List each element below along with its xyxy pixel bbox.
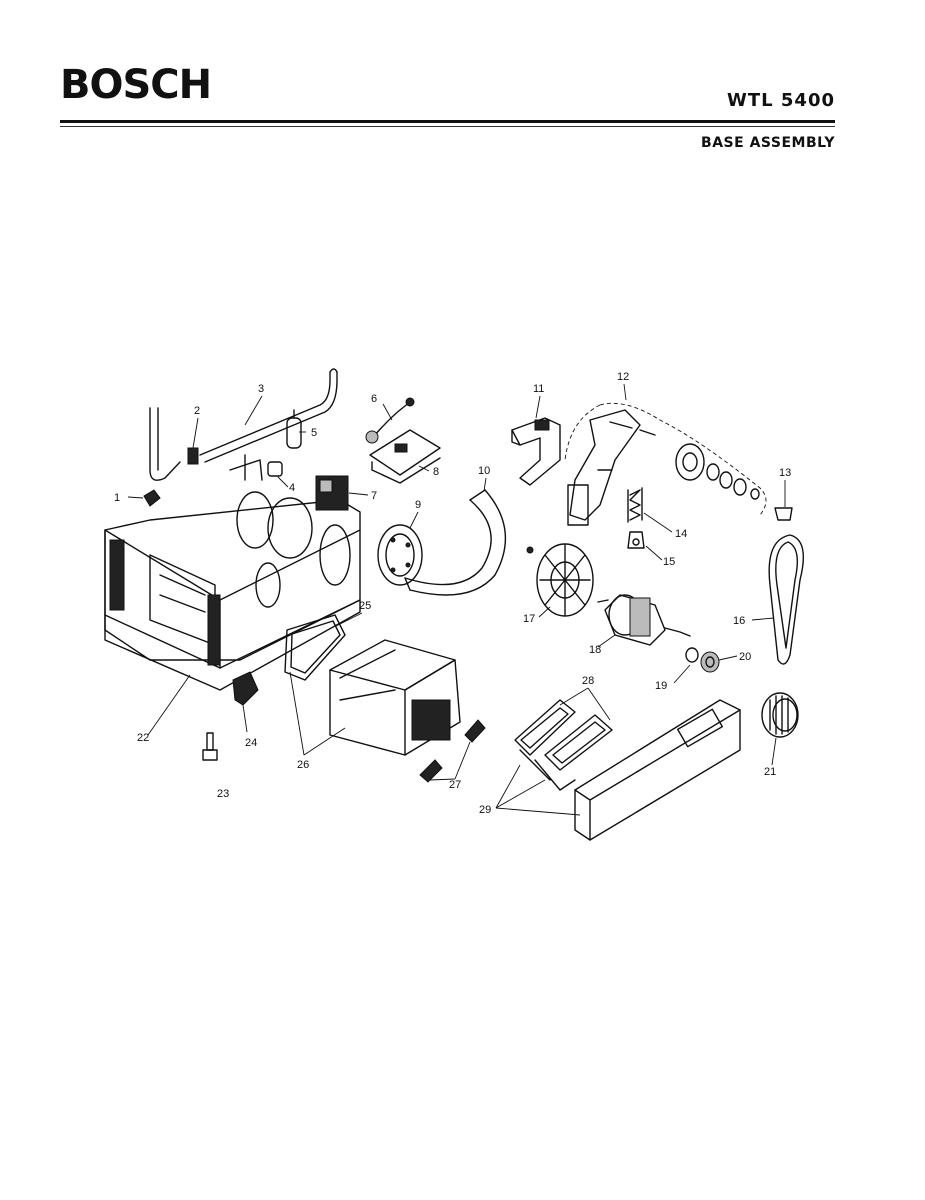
callout-6: 6 — [371, 393, 377, 405]
part-spring-hook — [627, 531, 645, 549]
callout-7: 7 — [371, 490, 377, 502]
callout-5: 5 — [311, 427, 317, 439]
callout-22: 22 — [137, 732, 149, 744]
part-hose-tube — [199, 368, 338, 463]
part-base-housing — [104, 454, 361, 691]
callout-11: 11 — [533, 383, 544, 395]
section-title: BASE ASSEMBLY — [701, 135, 835, 151]
part-clip — [143, 489, 161, 507]
part-capacitor — [286, 409, 302, 449]
part-pulley-assembly — [564, 402, 767, 526]
part-nut — [700, 651, 720, 673]
part-kick-panel — [574, 699, 741, 841]
callout-2: 2 — [194, 405, 200, 417]
header-rule-thin — [60, 126, 835, 127]
part-control-board — [369, 429, 441, 484]
callout-18: 18 — [589, 644, 601, 656]
callout-29: 29 — [479, 804, 491, 816]
callout-3: 3 — [258, 383, 264, 395]
callout-16: 16 — [733, 615, 745, 627]
part-spring — [627, 487, 643, 523]
part-cap — [267, 461, 283, 477]
part-motor-bracket — [511, 417, 561, 486]
callout-14: 14 — [675, 528, 687, 540]
part-relay — [315, 475, 349, 511]
brand-logo: BOSCH — [60, 62, 212, 108]
callout-9: 9 — [415, 499, 421, 511]
part-felt-seal — [404, 489, 507, 596]
callout-4: 4 — [289, 482, 295, 494]
callout-19: 19 — [655, 680, 667, 692]
part-screw — [202, 732, 218, 761]
model-number: WTL 5400 — [727, 90, 835, 111]
part-cap-plug — [774, 507, 793, 521]
callout-13: 13 — [779, 467, 791, 479]
callout-1: 1 — [114, 492, 120, 504]
callout-20: 20 — [739, 651, 751, 663]
callout-27: 27 — [449, 779, 461, 791]
callout-12: 12 — [617, 371, 629, 383]
callout-8: 8 — [433, 466, 439, 478]
callout-23: 23 — [217, 788, 229, 800]
callout-17: 17 — [523, 613, 535, 625]
part-latch-clips — [419, 719, 486, 783]
part-gasket — [284, 614, 346, 681]
callout-26: 26 — [297, 759, 309, 771]
part-connector-wire — [365, 397, 415, 444]
header-rule-thick — [60, 120, 835, 123]
part-condenser-box — [329, 639, 461, 756]
callout-15: 15 — [663, 556, 675, 568]
part-hose-clamp — [149, 407, 199, 481]
leader-lines — [127, 383, 786, 816]
part-washer — [685, 647, 699, 663]
part-bearing-ring — [377, 524, 423, 586]
callout-28: 28 — [582, 675, 594, 687]
part-idler-pulley — [761, 692, 799, 738]
part-drive-belt — [768, 534, 804, 665]
callout-10: 10 — [478, 465, 490, 477]
part-door-gaskets — [514, 699, 613, 791]
callout-24: 24 — [245, 737, 257, 749]
callout-21: 21 — [764, 766, 776, 778]
callout-labels: 1 2 3 4 5 6 7 8 9 10 11 12 13 14 15 16 1… — [114, 371, 791, 816]
part-motor — [597, 594, 691, 646]
part-foot — [232, 671, 259, 706]
callout-25: 25 — [359, 600, 371, 612]
part-fan-wheel — [526, 543, 594, 617]
